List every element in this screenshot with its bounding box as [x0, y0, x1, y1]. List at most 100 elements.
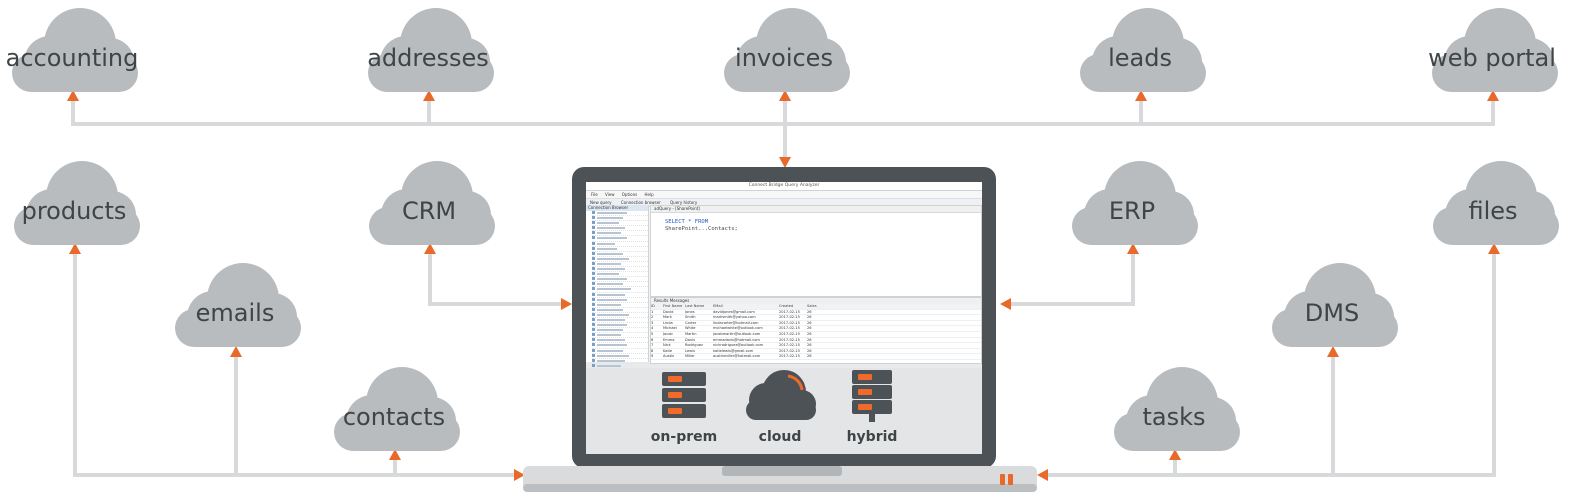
- connection-browser-pane: Connection Browser: [586, 205, 649, 369]
- query-history-button[interactable]: Query history: [670, 200, 698, 205]
- column-header[interactable]: EMail: [713, 304, 723, 308]
- new-query-button[interactable]: New query: [590, 200, 612, 205]
- arrow-right-bottom: [1037, 469, 1048, 481]
- table-cell: katielewis@gmail.com: [713, 348, 754, 353]
- table-cell: 26: [807, 320, 812, 325]
- menu-file[interactable]: File: [591, 192, 598, 197]
- table-cell: 3: [651, 320, 654, 325]
- table-cell: Martin: [685, 331, 697, 336]
- connector-lines: [71, 99, 1496, 477]
- query-line-2: SharePoint...Contacts;: [665, 226, 738, 232]
- cloud-icon-deploy: [746, 370, 816, 420]
- laptop-base-shadow: [523, 484, 1037, 492]
- cloud-addresses: addresses: [367, 8, 494, 92]
- status-led-1: [1000, 474, 1005, 485]
- menu-view[interactable]: View: [604, 192, 615, 197]
- deployment-options: on-prem cloud hybrid: [586, 368, 982, 454]
- cloud-contacts: contacts: [334, 367, 460, 451]
- table-cell: 8: [651, 348, 654, 353]
- arrow-crm-right: [561, 298, 572, 310]
- table-cell: 2017-02-15: [779, 309, 800, 314]
- tree-node[interactable]: [592, 236, 648, 242]
- table-cell: 26: [807, 326, 812, 331]
- table-cell: 2: [651, 315, 654, 320]
- table-cell: Katie: [663, 348, 673, 353]
- cloud-crm: CRM: [369, 161, 495, 245]
- editor-tab[interactable]: adQuery - [SharePoint]: [651, 206, 981, 213]
- table-cell: 26: [807, 348, 812, 353]
- table-cell: Davis: [685, 337, 695, 342]
- table-cell: Carter: [685, 320, 697, 325]
- tree-node[interactable]: [592, 216, 648, 222]
- arrow-files: [1488, 243, 1500, 254]
- column-header[interactable]: Last Name: [685, 304, 705, 308]
- svg-text:tasks: tasks: [1142, 403, 1205, 431]
- svg-text:files: files: [1468, 197, 1517, 225]
- cloud-tasks: tasks: [1114, 367, 1240, 451]
- arrow-invoices-down: [779, 157, 791, 168]
- table-cell: Lewis: [685, 348, 695, 353]
- arrow-left-bottom: [514, 469, 525, 481]
- table-cell: Mark: [663, 315, 672, 320]
- svg-text:web portal: web portal: [1428, 44, 1556, 72]
- arrow-products: [69, 243, 81, 254]
- laptop-screen: Connect Bridge Query Analyzer File View …: [586, 182, 982, 454]
- arrow-addresses: [423, 90, 435, 101]
- arrow-erp-left: [1000, 298, 1011, 310]
- svg-text:addresses: addresses: [367, 44, 489, 72]
- table-cell: 7: [651, 343, 654, 348]
- tree-node[interactable]: [592, 287, 648, 293]
- arrow-tasks: [1169, 449, 1181, 460]
- column-header[interactable]: Sales: [807, 304, 817, 308]
- table-cell: Rodriguez: [685, 343, 703, 348]
- table-cell: 2017-02-15: [779, 331, 800, 336]
- table-cell: 2017-02-15: [779, 354, 800, 359]
- svg-text:invoices: invoices: [735, 44, 833, 72]
- table-cell: Linda: [663, 320, 673, 325]
- table-cell: David: [663, 309, 674, 314]
- column-header[interactable]: ID: [651, 304, 655, 308]
- arrow-dms: [1327, 346, 1339, 357]
- table-cell: 26: [807, 331, 812, 336]
- arrow-crm: [424, 243, 436, 254]
- table-cell: jacobmartin@outlook.com: [713, 331, 761, 336]
- query-editor[interactable]: adQuery - [SharePoint] SELECT * FROM Sha…: [650, 205, 982, 297]
- menu-help[interactable]: Help: [644, 192, 654, 197]
- tree-node[interactable]: [592, 267, 648, 273]
- table-cell: Jacob: [663, 331, 673, 336]
- results-tabs[interactable]: Results Messages: [651, 298, 981, 304]
- table-cell: emmadavis@hotmail.com: [713, 337, 760, 342]
- query-analyzer-window: Connect Bridge Query Analyzer File View …: [586, 182, 982, 369]
- status-led-2: [1008, 474, 1013, 485]
- column-header[interactable]: Created: [779, 304, 794, 308]
- svg-text:ERP: ERP: [1109, 197, 1155, 225]
- arrow-contacts: [389, 449, 401, 460]
- arrowheads: [67, 90, 1500, 481]
- connection-browser-button[interactable]: Connection browser: [620, 200, 661, 205]
- svg-text:products: products: [22, 197, 127, 225]
- label-cloud: cloud: [758, 429, 802, 445]
- arrow-accounting: [67, 90, 79, 101]
- query-line-1: SELECT * FROM: [665, 219, 709, 225]
- column-header[interactable]: First Name: [663, 304, 683, 308]
- query-text[interactable]: SELECT * FROM SharePoint...Contacts;: [651, 213, 981, 233]
- menu-options[interactable]: Options: [621, 192, 638, 197]
- cloud-dms: DMS: [1272, 263, 1398, 347]
- arrow-web-portal: [1487, 90, 1499, 101]
- table-cell: 1: [651, 309, 654, 314]
- table-cell: Michael: [663, 326, 677, 331]
- table-cell: 2017-02-15: [779, 315, 800, 320]
- table-cell: White: [685, 326, 696, 331]
